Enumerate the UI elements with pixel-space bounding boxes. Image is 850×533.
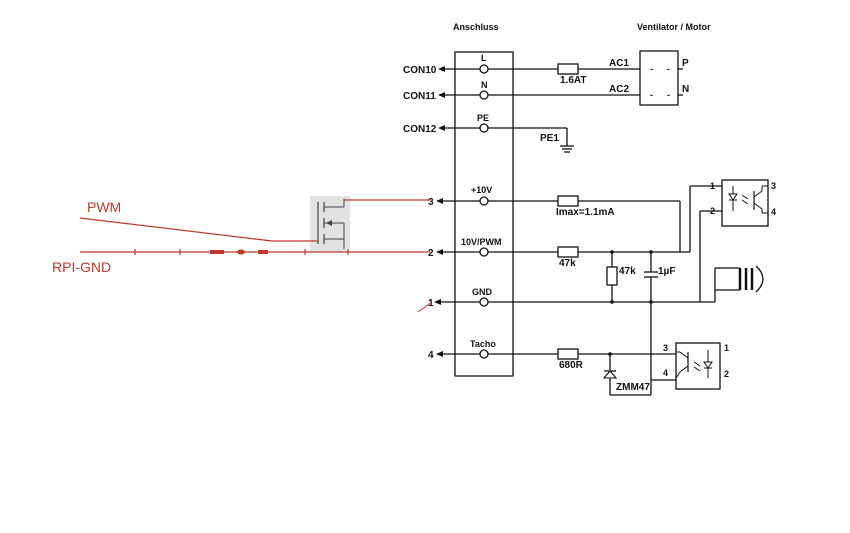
opto-bottom-pin-2: 2: [724, 369, 729, 379]
shunt-resistor: [606, 266, 618, 286]
terminal-circles: [479, 64, 489, 359]
terminal-label-10v: +10V: [471, 185, 492, 195]
terminal-tacho: [479, 349, 489, 359]
terminal-label-gnd: GND: [472, 287, 493, 297]
terminal-l: [479, 64, 489, 74]
motor-minus-3: -: [650, 90, 653, 100]
opto-top-pin-1: 1: [710, 181, 715, 191]
motor-minus-2: -: [667, 64, 670, 74]
fuse-label: 1.6AT: [560, 75, 587, 86]
left-wires: [434, 66, 480, 357]
pwm-annotation-label: PWM: [87, 199, 121, 215]
connector-con10: CON10: [403, 65, 437, 76]
terminal-pe: [479, 123, 489, 133]
pin-number-2: 2: [428, 248, 434, 259]
r-series-label: 47k: [559, 258, 576, 269]
ac1-label: AC1: [609, 58, 629, 69]
optocoupler-bottom: [675, 342, 721, 390]
fan-motor-header: Ventilator / Motor: [637, 22, 711, 32]
terminal-10v: [479, 196, 489, 206]
optocoupler-top: [689, 179, 769, 302]
pe1-label: PE1: [540, 133, 559, 144]
terminal-label-pe: PE: [477, 113, 489, 123]
terminal-label-tacho: Tacho: [470, 339, 496, 349]
terminal-pwm: [479, 247, 489, 257]
motor-minus-1: -: [650, 64, 653, 74]
zener-label: ZMM47: [616, 382, 650, 393]
terminal-block: [454, 51, 514, 377]
connector-con12: CON12: [403, 124, 437, 135]
mosfet-annotation: [79, 196, 430, 255]
r-tacho-label: 680R: [559, 360, 584, 371]
p-label: P: [682, 58, 689, 69]
pin-number-1: 1: [428, 298, 434, 309]
opto-top-pin-3: 3: [771, 181, 776, 191]
connector-con11: CON11: [403, 91, 436, 102]
terminal-label-n: N: [481, 80, 488, 90]
n-label: N: [682, 84, 689, 95]
pwm-wiring: [488, 246, 690, 302]
opto-top-pin-4: 4: [771, 207, 776, 217]
fuse: [557, 63, 579, 75]
imax-label: Imax=1.1mA: [556, 207, 615, 218]
ac2-label: AC2: [609, 84, 629, 95]
pin-number-3: 3: [428, 197, 434, 208]
r-shunt-label: 47k: [619, 266, 636, 277]
opto-bottom-pin-4: 4: [663, 368, 668, 378]
terminal-label-pwm: 10V/PWM: [461, 237, 502, 247]
motor-minus-4: -: [667, 90, 670, 100]
gnd-wiring: [417, 265, 764, 313]
terminal-label-l: L: [481, 53, 487, 63]
connection-header: Anschluss: [453, 22, 499, 32]
motor-box: [639, 50, 679, 106]
terminal-n: [479, 90, 489, 100]
pin-number-4: 4: [428, 350, 434, 361]
opto-bottom-pin-1: 1: [724, 343, 729, 353]
terminal-gnd: [479, 297, 489, 307]
opto-bottom-pin-3: 3: [663, 343, 668, 353]
rpi-gnd-annotation-label: RPI-GND: [52, 259, 111, 275]
tacho-wiring: [488, 302, 676, 396]
cap-label: 1µF: [658, 266, 675, 277]
mains-wiring: [488, 63, 640, 153]
opto-top-pin-2: 2: [710, 206, 715, 216]
v10-wiring: [488, 195, 681, 252]
